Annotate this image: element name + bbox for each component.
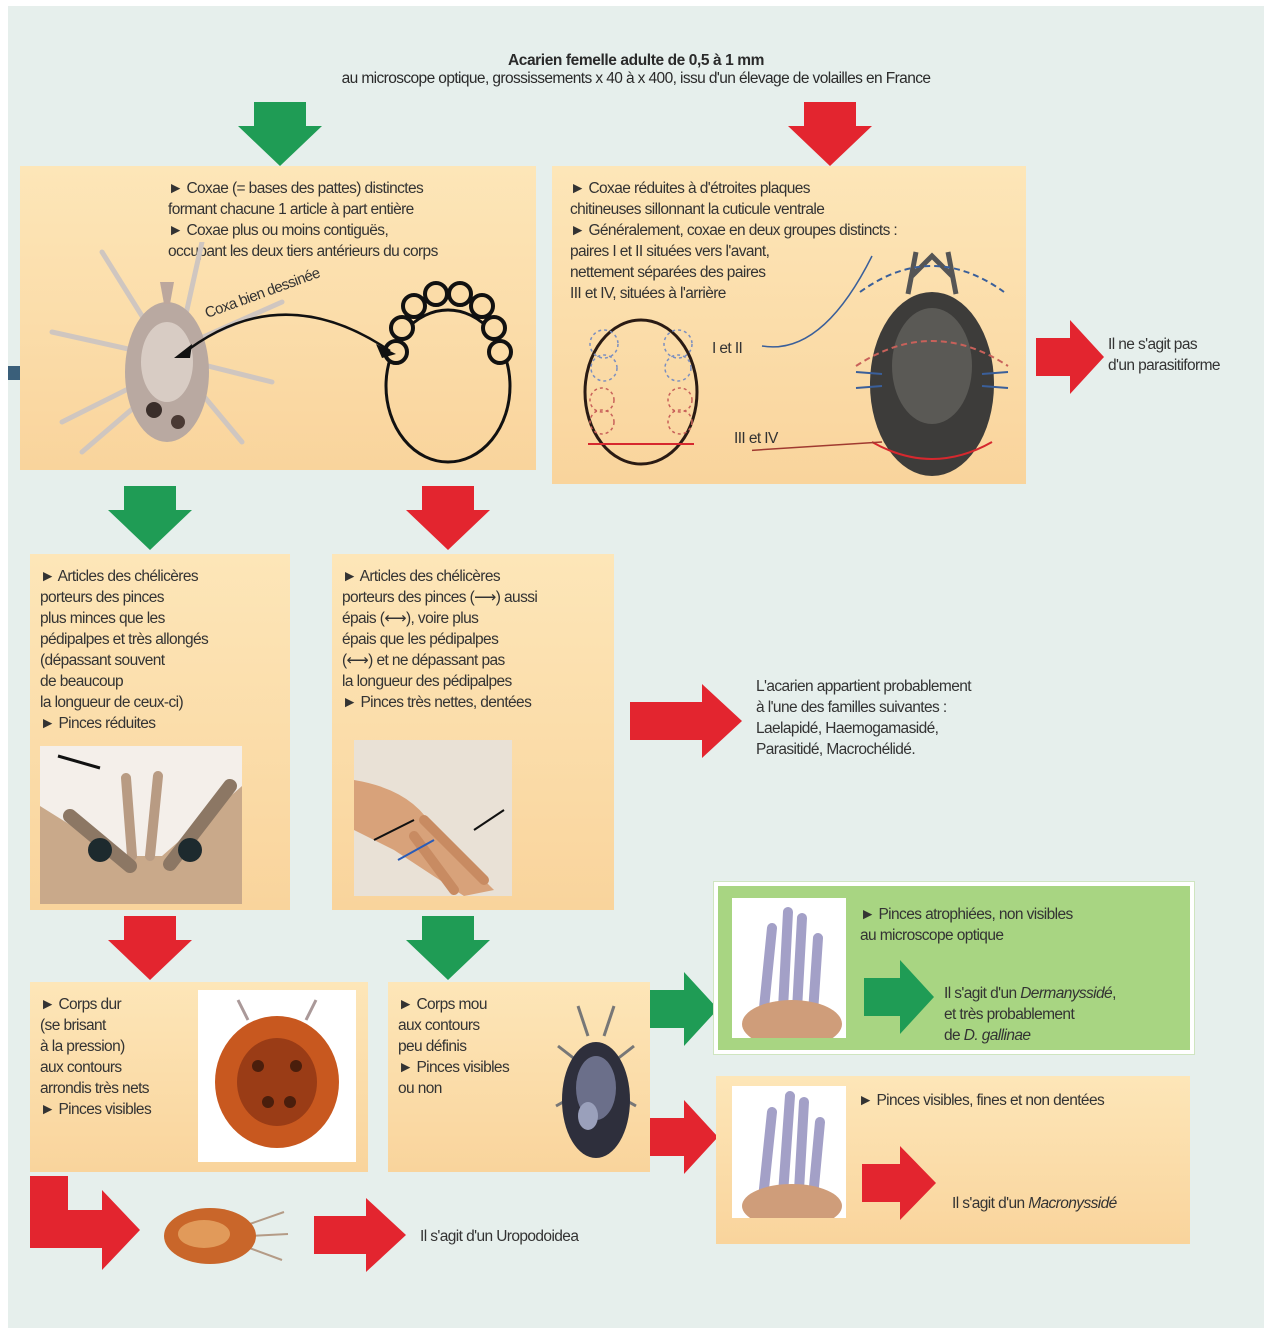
- red-arrow-right-2: [630, 684, 742, 758]
- uropodoidea-mite-image: [154, 1202, 290, 1268]
- diagram-canvas: Acarien femelle adulte de 0,5 à 1 mm au …: [8, 6, 1264, 1328]
- green-arrow-right-2: [864, 960, 934, 1034]
- box-macronyssid: ► Pinces visibles, fines et non dentées …: [716, 1076, 1190, 1244]
- box-dermanyssid: ► Pinces atrophiées, non visibles au mic…: [714, 882, 1194, 1054]
- dermanyssid-result-species: D. gallinae: [964, 1027, 1031, 1044]
- hard-body-text: ► Corps dur (se brisant à la pression) a…: [40, 994, 200, 1120]
- chelicerae-thick-text: ► Articles des chélicères porteurs des p…: [342, 566, 612, 713]
- hard-body-mite-photo: [198, 990, 356, 1162]
- label-front-pairs: I et II: [712, 338, 742, 359]
- box-coxae-distinct: ► Coxae (= bases des pattes) distinctes …: [20, 166, 536, 470]
- connector-lines: [752, 246, 912, 466]
- box-soft-body: ► Corps mou aux contours peu définis ► P…: [388, 982, 650, 1172]
- dermanyssid-pincer-photo: [732, 898, 846, 1038]
- macronyssid-result: Il s'agit d'un Macronyssidé: [952, 1172, 1188, 1214]
- result-families: L'acarien appartient probablement à l'un…: [756, 676, 1076, 760]
- box-coxae-reduced: ► Coxae réduites à d'étroites plaques ch…: [552, 166, 1026, 484]
- red-arrow-right-5: [314, 1198, 406, 1272]
- result-uropodoidea: Il s'agit d'un Uropodoidea: [420, 1226, 680, 1247]
- box-chelicerae-thin: ► Articles des chélicères porteurs des p…: [30, 554, 290, 910]
- green-arrow-down-3: [406, 916, 490, 980]
- side-marker: [8, 366, 20, 380]
- green-arrow-down-1: [238, 102, 322, 166]
- pincer-reduced-photo: [40, 746, 242, 904]
- box-chelicerae-thick: ► Articles des chélicères porteurs des p…: [332, 554, 614, 910]
- title-line-2: au microscope optique, grossissements x …: [8, 70, 1264, 88]
- red-arrow-right-3: [650, 1100, 718, 1174]
- pincer-dentate-photo: [354, 740, 512, 896]
- red-arrow-right-1: [1036, 320, 1104, 394]
- soft-body-text: ► Corps mou aux contours peu définis ► P…: [398, 994, 548, 1099]
- dermanyssid-result-prefix: Il s'agit d'un: [944, 985, 1020, 1002]
- diagram-title: Acarien femelle adulte de 0,5 à 1 mm au …: [8, 52, 1264, 88]
- red-arrow-down-3: [108, 916, 192, 980]
- red-arrow-down-2: [406, 486, 490, 550]
- dermanyssid-result-family: Dermanyssidé: [1020, 985, 1112, 1002]
- red-arrow-corner: [30, 1176, 140, 1272]
- box-hard-body: ► Corps dur (se brisant à la pression) a…: [30, 982, 368, 1172]
- green-arrow-down-2: [108, 486, 192, 550]
- macronyssid-pincer-photo: [732, 1086, 846, 1218]
- soft-body-mite-image: [548, 996, 644, 1166]
- title-line-1: Acarien femelle adulte de 0,5 à 1 mm: [8, 52, 1264, 70]
- coxa-arrow-curve: [170, 286, 400, 366]
- green-arrow-right-1: [650, 972, 718, 1046]
- result-not-parasitiform: Il ne s'agit pas d'un parasitiforme: [1108, 334, 1258, 376]
- macronyssid-result-prefix: Il s'agit d'un: [952, 1195, 1028, 1212]
- dermanyssid-result: Il s'agit d'un Dermanyssidé, et très pro…: [944, 962, 1184, 1046]
- dermanyssid-text: ► Pinces atrophiées, non visibles au mic…: [860, 904, 1180, 946]
- red-arrow-down-1: [788, 102, 872, 166]
- chelicerae-thin-text: ► Articles des chélicères porteurs des p…: [40, 566, 288, 734]
- macronyssid-text: ► Pinces visibles, fines et non dentées: [858, 1090, 1188, 1111]
- coxae-groups-diagram: [578, 314, 704, 470]
- macronyssid-result-family: Macronyssidé: [1028, 1195, 1116, 1212]
- red-arrow-right-4: [862, 1146, 936, 1220]
